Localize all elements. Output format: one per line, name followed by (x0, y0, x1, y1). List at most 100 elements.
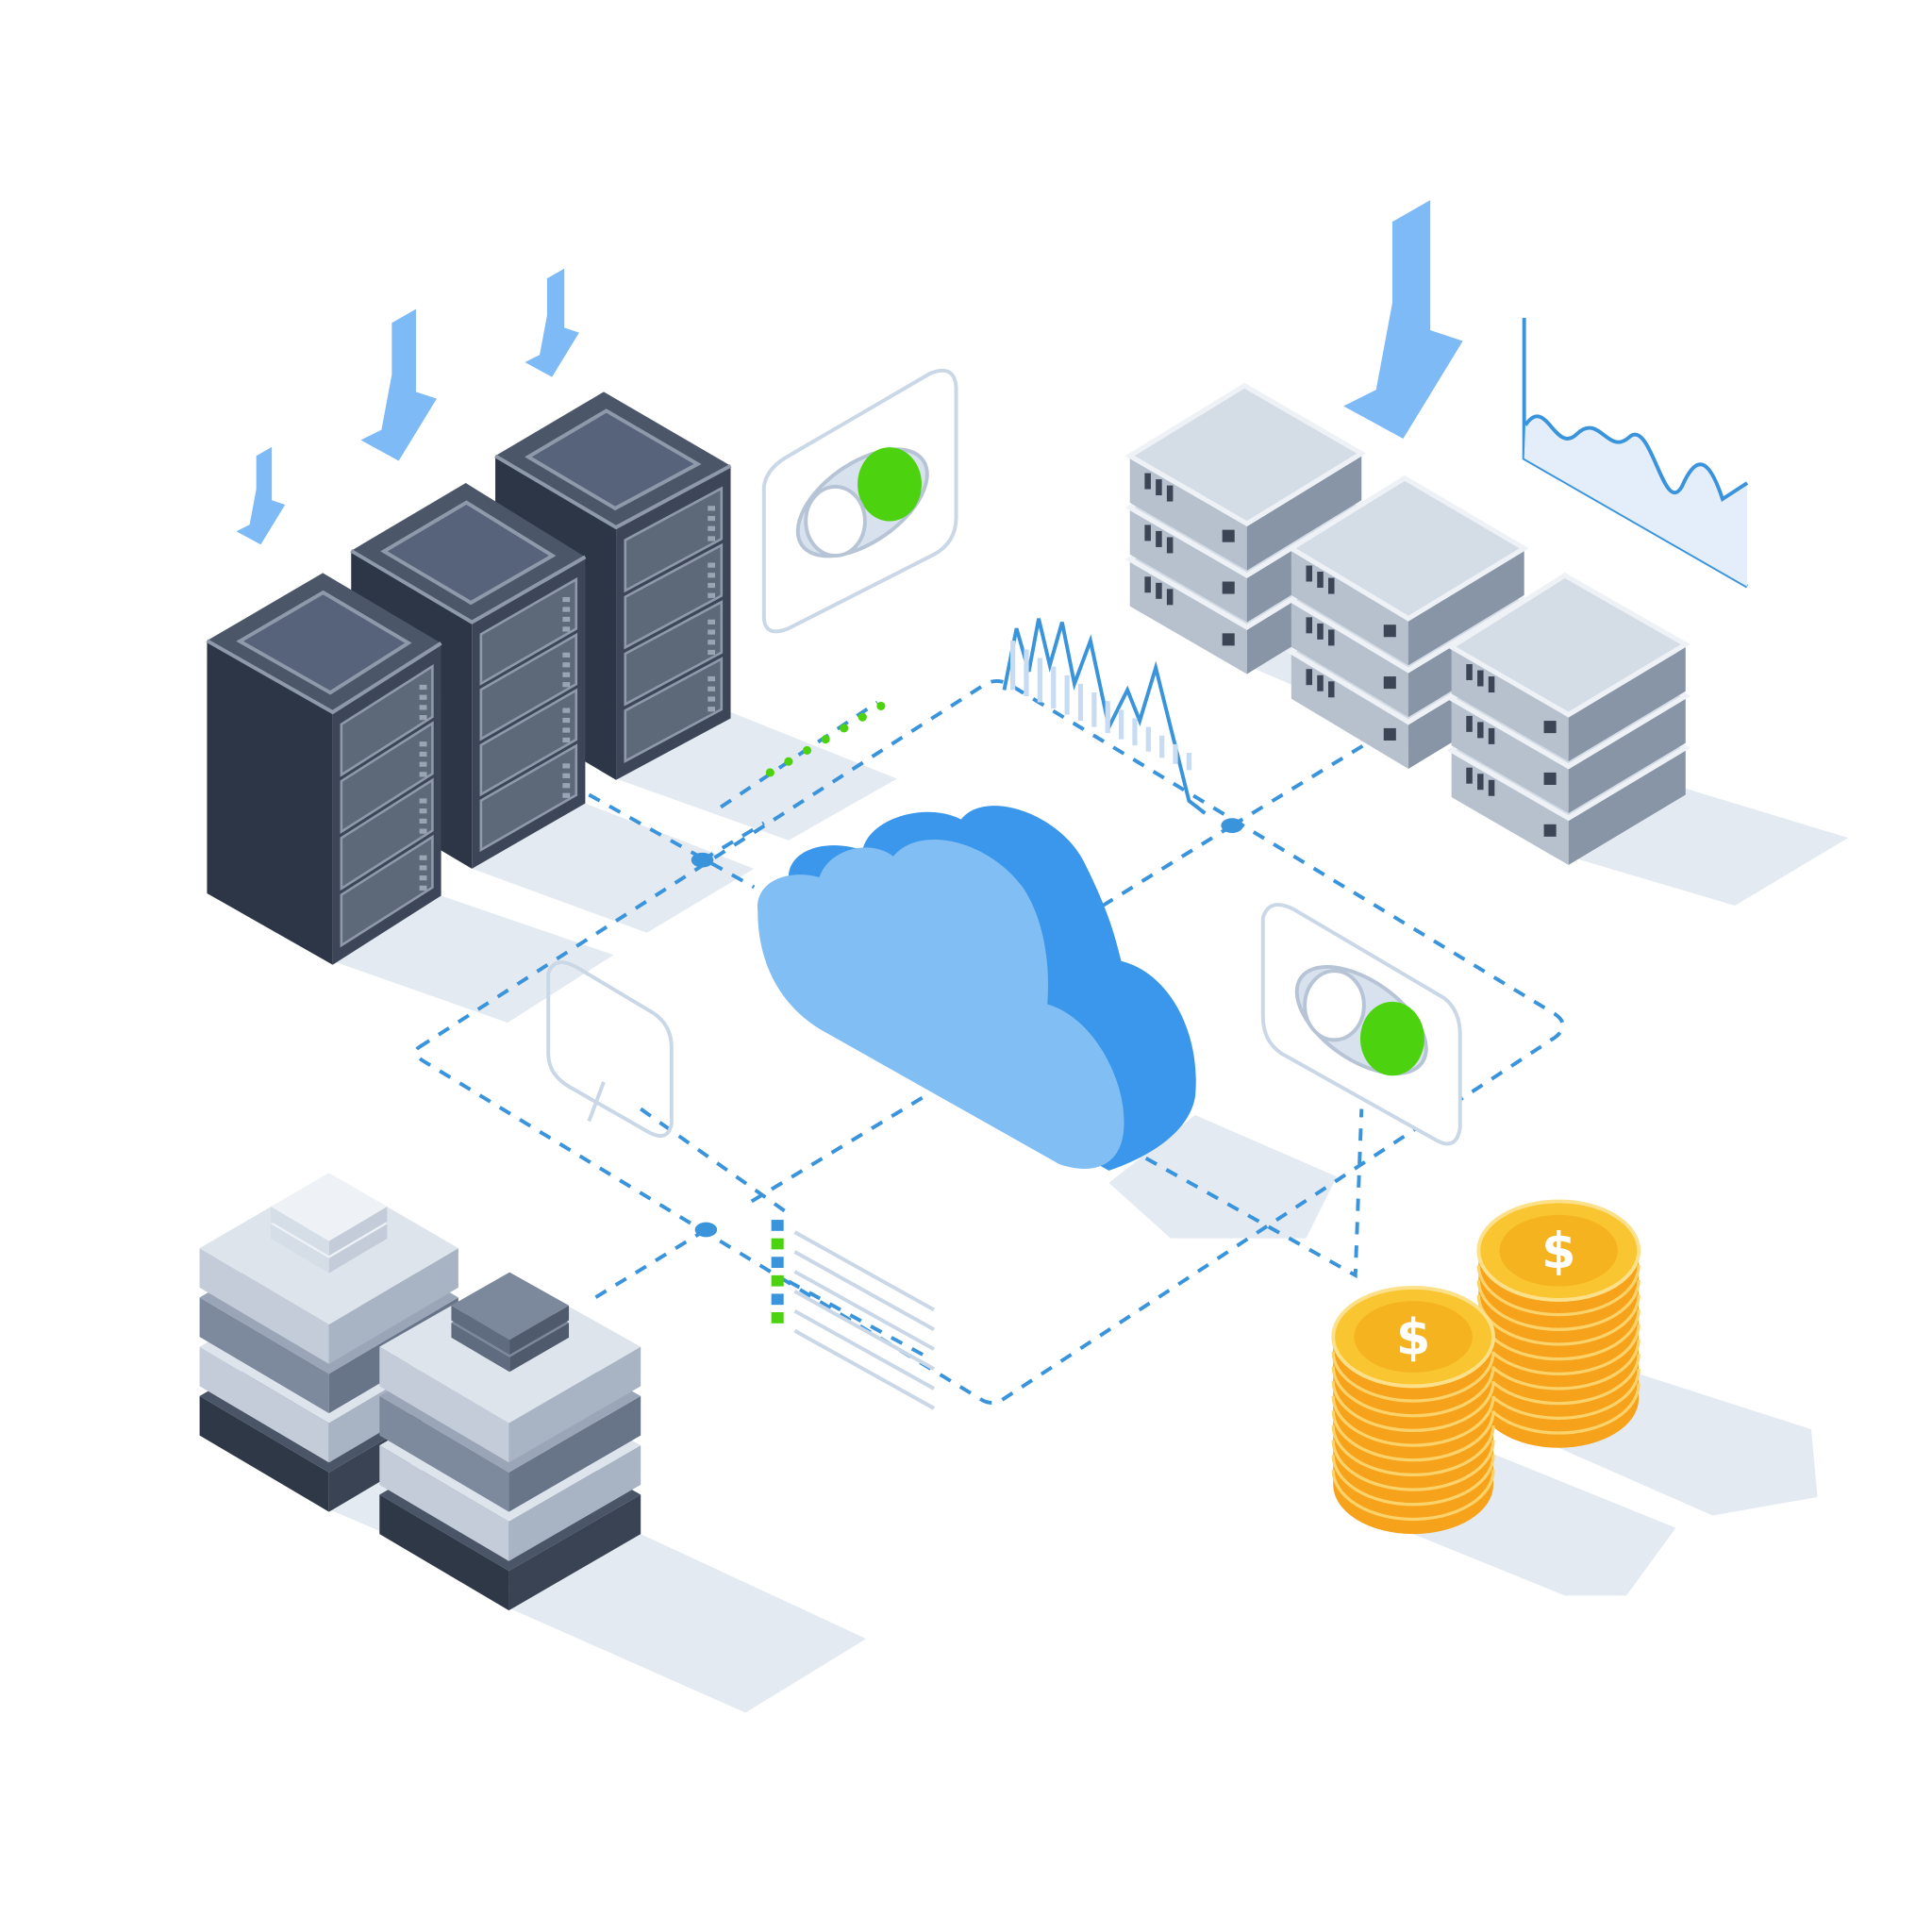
server-rack-3-edge (494, 454, 732, 530)
vent-slot (1306, 617, 1313, 634)
link-node-dot (694, 1222, 718, 1238)
vent-slot (1144, 473, 1151, 490)
status-led (1543, 721, 1557, 734)
drive-bay (479, 743, 578, 853)
vent-slot (1466, 715, 1473, 732)
coin-stack-a (1331, 1285, 1495, 1535)
down-arrow-tiny (525, 268, 579, 377)
vent-slot (1488, 676, 1495, 693)
status-dot (858, 712, 867, 722)
spike-chart (1002, 618, 1207, 815)
storage-stack-b-top-chip-left-face (451, 1323, 510, 1373)
vent-slot (1166, 485, 1174, 502)
chart-area (1524, 416, 1748, 587)
vent-slot (419, 684, 427, 691)
vent-slot (708, 686, 716, 691)
server-stack-c-unit-right-face (1568, 747, 1686, 865)
status-led (1222, 633, 1235, 646)
server-rack-3-top-panel (525, 408, 702, 511)
coin-edge (1331, 1410, 1495, 1462)
toggle-switch-top-knob (804, 484, 867, 558)
vent-slot (708, 592, 716, 598)
vent-slot (419, 828, 427, 834)
vent-slot (708, 707, 716, 712)
coin-stack-b (1476, 1199, 1641, 1448)
storage-stack-a-layer-right-face (328, 1248, 458, 1364)
drive-bay (624, 486, 724, 593)
panel-connector (587, 1081, 606, 1123)
down-arrow-medium (360, 308, 437, 461)
vent-slot (1477, 774, 1484, 791)
status-led (1543, 772, 1557, 785)
vent-slot (562, 737, 571, 743)
storage-stack-a-top-chip-left-face (271, 1224, 329, 1274)
vent-slot (419, 855, 427, 860)
drive-bay (624, 657, 724, 764)
vent-slot (1144, 525, 1151, 541)
storage-stack-b-top-chip-right-face (509, 1305, 570, 1356)
vent-slot (419, 741, 427, 747)
storage-stack-b-top-chip-top-face (451, 1272, 570, 1341)
vent-slot (708, 640, 716, 645)
vent-slot (1166, 589, 1174, 606)
server-rack-2-top-panel (380, 500, 557, 606)
status-dot (840, 724, 849, 733)
server-stack-c-unit-right-face (1568, 644, 1686, 762)
coin-edge (1331, 1351, 1495, 1403)
coin-edge (1331, 1381, 1495, 1432)
link-node-dot (1221, 818, 1243, 833)
vent-slot (1317, 675, 1324, 691)
vent-slot (562, 596, 571, 603)
vent-slot (708, 525, 716, 531)
server-stack-a-unit-right-face (1246, 453, 1362, 571)
drive-bay (340, 834, 434, 948)
dashed-link (590, 1227, 708, 1302)
down-arrow-large-shape (1343, 200, 1463, 439)
toggle-switch-top-on-fill (858, 447, 922, 522)
cloud-front (757, 839, 1124, 1169)
status-led (1543, 824, 1557, 837)
toggle-switch-right-knob (1303, 969, 1366, 1042)
log-marker (771, 1312, 784, 1324)
drive-bay (624, 542, 724, 650)
vent-slot (562, 652, 571, 658)
log-line (793, 1270, 935, 1351)
drive-bay (340, 777, 434, 891)
storage-stack-a-top-chip-right-face (328, 1224, 388, 1274)
vent-slot (562, 773, 571, 778)
vent-slot (419, 705, 427, 710)
dashed-link (1231, 735, 1379, 827)
vent-slot (1328, 629, 1335, 646)
vent-slot (562, 626, 571, 632)
vent-slot (419, 715, 427, 721)
vent-slot (708, 506, 716, 511)
vent-slot (1144, 576, 1151, 593)
storage-stack-a-top-chip-left-face (271, 1207, 329, 1257)
down-arrow-large (1343, 200, 1463, 439)
vent-slot (419, 761, 427, 767)
log-marker (771, 1257, 784, 1268)
vent-slot (1328, 681, 1335, 698)
server-rack-1-left-face (207, 641, 333, 965)
drive-bay (340, 721, 434, 835)
vent-slot (1156, 582, 1162, 599)
dashed-link (413, 679, 1565, 1405)
vent-slot (708, 649, 716, 656)
vent-slot (562, 727, 571, 733)
toggle-switch-top (761, 368, 958, 634)
storage-stack-a-top-chip-top-face (271, 1173, 388, 1241)
vent-slot (419, 772, 427, 777)
down-arrow-medium-shape (360, 308, 437, 461)
vent-slot (1166, 537, 1174, 554)
floor-shadow (508, 1534, 867, 1713)
floor-shadow (332, 895, 614, 1024)
vent-slot (419, 818, 427, 824)
log-line (793, 1250, 935, 1332)
spike-line (1002, 618, 1207, 815)
dashed-link (719, 700, 879, 809)
vent-slot (1317, 572, 1324, 589)
storage-stack-a-layer-left-face (199, 1346, 329, 1463)
storage-stack-a-layer-left-face (199, 1248, 329, 1364)
status-dot (876, 701, 886, 710)
vent-slot (1156, 530, 1162, 547)
